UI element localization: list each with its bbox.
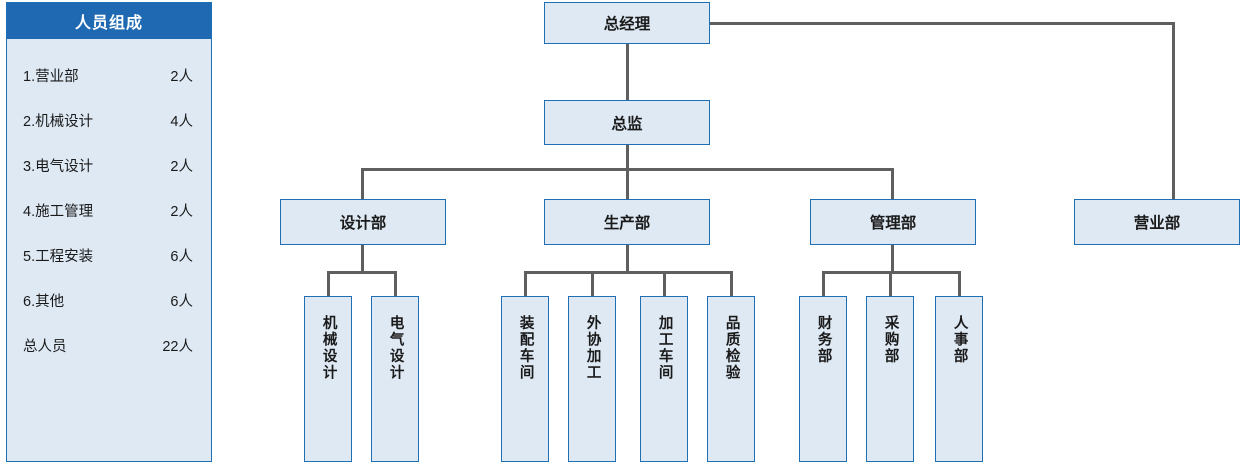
node-label: 品质检验 — [723, 315, 740, 381]
node-electrical-design[interactable]: 电气设计 — [371, 296, 419, 462]
node-label: 采购部 — [882, 315, 899, 365]
staff-row-list: 1.营业部 2人 2.机械设计 4人 3.电气设计 2人 4.施工管理 2人 5… — [7, 39, 211, 368]
staff-row: 5.工程安装 6人 — [7, 233, 211, 278]
node-finance-department[interactable]: 财务部 — [799, 296, 847, 462]
connector-management-stem — [891, 245, 894, 273]
connector-bus-to-management — [891, 168, 894, 199]
node-label: 总监 — [611, 115, 643, 133]
node-label: 营业部 — [1133, 215, 1181, 232]
staff-composition-panel: 人员组成 1.营业部 2人 2.机械设计 4人 3.电气设计 2人 4.施工管理… — [6, 2, 212, 462]
staff-row: 6.其他 6人 — [7, 278, 211, 323]
node-outsourced-processing[interactable]: 外协加工 — [568, 296, 616, 462]
node-label: 电气设计 — [387, 315, 404, 381]
staff-panel-title: 人员组成 — [7, 3, 211, 39]
node-hr-department[interactable]: 人事部 — [935, 296, 983, 462]
connector-production-bus — [524, 271, 733, 274]
staff-row-label: 6.其他 — [23, 294, 65, 310]
staff-row-label: 2.机械设计 — [23, 114, 94, 130]
connector-production-to-leaf-2 — [591, 271, 594, 296]
connector-production-to-leaf-1 — [524, 271, 527, 296]
node-label: 生产部 — [603, 215, 651, 232]
staff-row: 1.营业部 2人 — [7, 53, 211, 98]
node-general-manager[interactable]: 总经理 — [544, 2, 710, 44]
connector-design-to-leaf-1 — [327, 271, 330, 296]
connector-management-to-leaf-2 — [889, 271, 892, 296]
node-production-department[interactable]: 生产部 — [544, 199, 710, 245]
node-label: 财务部 — [815, 315, 832, 365]
connector-director-stem — [626, 145, 629, 171]
staff-row-value: 6人 — [170, 249, 193, 265]
node-label: 装配车间 — [517, 315, 534, 381]
staff-row: 2.机械设计 4人 — [7, 98, 211, 143]
staff-row-value: 2人 — [170, 204, 193, 220]
connector-bus-to-production — [626, 168, 629, 199]
staff-total-label: 总人员 — [23, 339, 67, 355]
node-purchasing-department[interactable]: 采购部 — [866, 296, 914, 462]
staff-row: 3.电气设计 2人 — [7, 143, 211, 188]
staff-row-value: 2人 — [170, 69, 193, 85]
connector-production-stem — [626, 245, 629, 273]
staff-total-value: 22人 — [162, 339, 193, 355]
staff-row-value: 6人 — [170, 294, 193, 310]
staff-row-label: 5.工程安装 — [23, 249, 94, 265]
node-machining-workshop[interactable]: 加工车间 — [640, 296, 688, 462]
node-label: 加工车间 — [656, 315, 673, 381]
connector-gm-to-director — [626, 42, 629, 100]
node-mechanical-design[interactable]: 机械设计 — [304, 296, 352, 462]
node-label: 外协加工 — [584, 315, 601, 381]
connector-design-to-leaf-2 — [394, 271, 397, 296]
node-assembly-workshop[interactable]: 装配车间 — [501, 296, 549, 462]
node-label: 人事部 — [951, 315, 968, 365]
connector-gm-to-sales-horizontal — [710, 22, 1175, 25]
staff-row-value: 2人 — [170, 159, 193, 175]
connector-design-bus — [327, 271, 397, 274]
node-label: 机械设计 — [320, 315, 337, 381]
staff-row-label: 3.电气设计 — [23, 159, 94, 175]
node-label: 总经理 — [603, 16, 651, 33]
staff-row-label: 1.营业部 — [23, 69, 79, 85]
node-label: 管理部 — [869, 215, 917, 232]
node-label: 设计部 — [339, 215, 387, 232]
node-director[interactable]: 总监 — [544, 100, 710, 145]
staff-row-label: 4.施工管理 — [23, 204, 94, 220]
staff-total-row: 总人员 22人 — [7, 323, 211, 368]
staff-row-value: 4人 — [170, 114, 193, 130]
node-design-department[interactable]: 设计部 — [280, 199, 446, 245]
connector-management-to-leaf-1 — [822, 271, 825, 296]
node-management-department[interactable]: 管理部 — [810, 199, 976, 245]
connector-bus-to-design — [361, 168, 364, 199]
connector-management-to-leaf-3 — [958, 271, 961, 296]
connector-gm-to-sales-vertical — [1172, 22, 1175, 199]
node-sales-department[interactable]: 营业部 — [1074, 199, 1240, 245]
connector-production-to-leaf-4 — [730, 271, 733, 296]
node-quality-inspection[interactable]: 品质检验 — [707, 296, 755, 462]
staff-row: 4.施工管理 2人 — [7, 188, 211, 233]
connector-production-to-leaf-3 — [663, 271, 666, 296]
connector-design-stem — [361, 245, 364, 273]
